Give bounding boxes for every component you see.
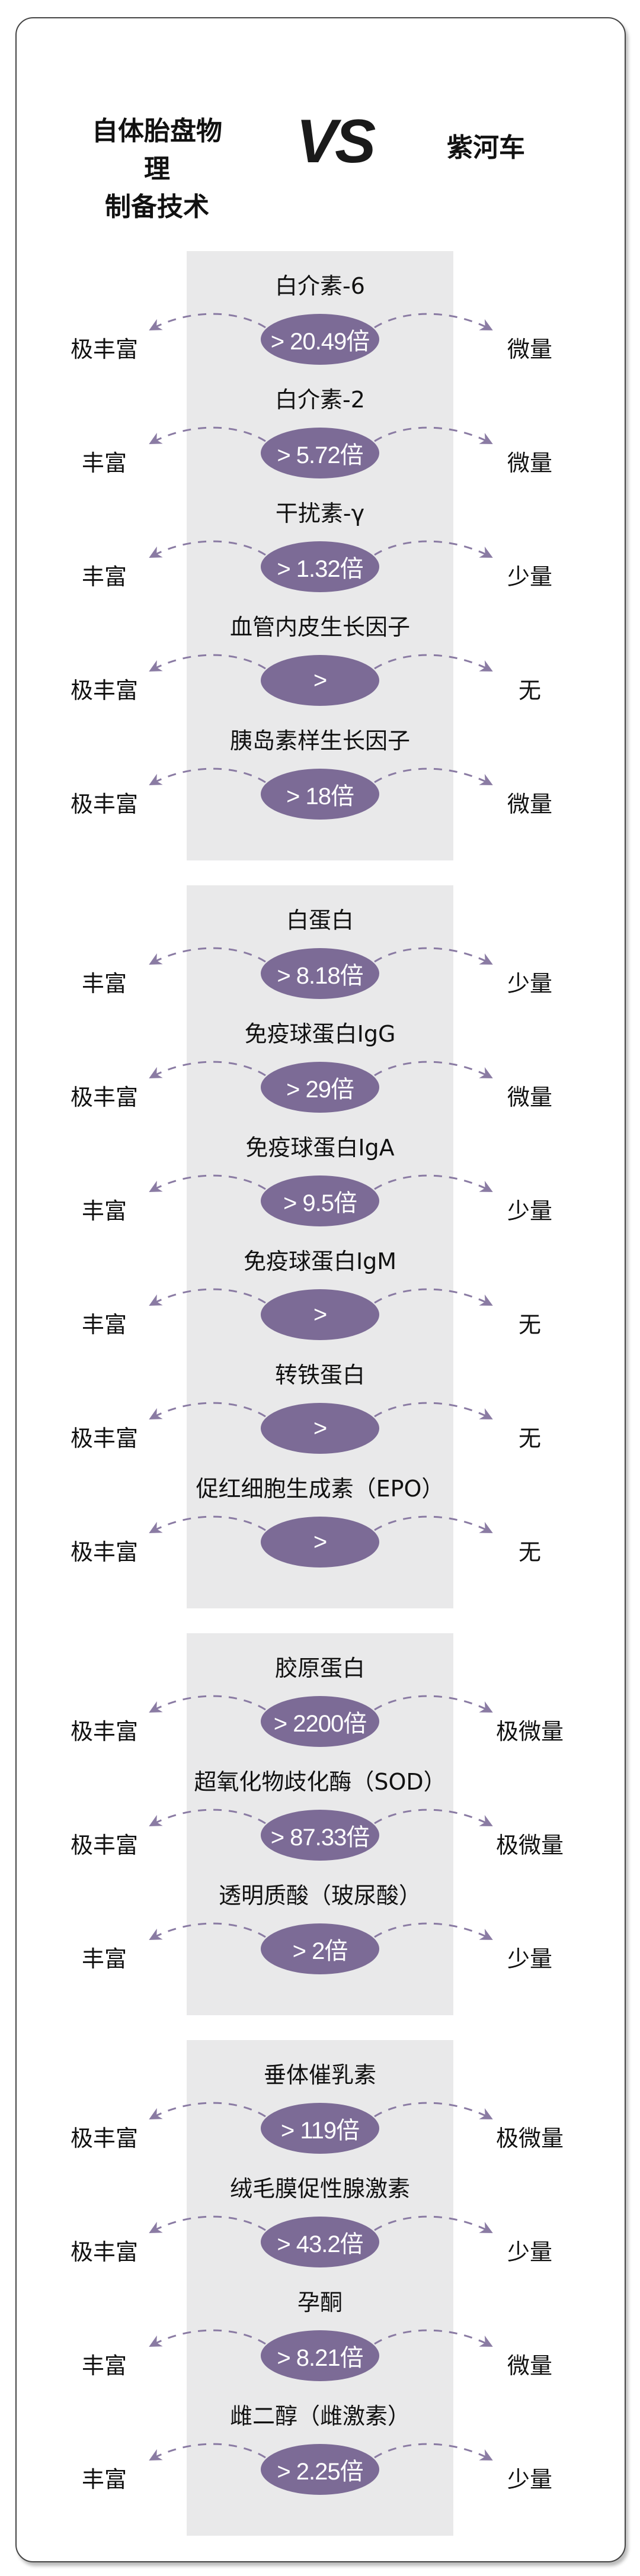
ratio-badge: > 1.32倍 [261, 541, 379, 592]
ratio-badge: > 20.49倍 [261, 314, 379, 365]
ratio-badge: > 29倍 [261, 1062, 379, 1113]
autologous-level: 极丰富 [70, 1539, 138, 1565]
ratio-badge: > 18倍 [261, 769, 379, 820]
autologous-level: 丰富 [81, 2353, 127, 2379]
ratio-badge: > [261, 1517, 379, 1568]
ratio-badge: > 119倍 [261, 2103, 379, 2154]
ratio-badge: > 9.5倍 [261, 1175, 379, 1226]
component-name: 垂体催乳素 [263, 2062, 376, 2088]
autologous-level: 丰富 [81, 450, 127, 476]
ratio-badge: > [261, 655, 379, 706]
autologous-level: 极丰富 [70, 2239, 138, 2265]
component-name: 超氧化物歧化酶（SOD） [194, 1769, 446, 1795]
placenta-level: 微量 [507, 2353, 552, 2379]
autologous-level: 极丰富 [70, 2125, 138, 2151]
ratio-badge: > 5.72倍 [261, 428, 379, 478]
left-title-line1: 自体胎盘物理 [92, 116, 222, 184]
right-title: 紫河车 [447, 133, 525, 163]
component-name: 血管内皮生长因子 [229, 614, 410, 640]
placenta-level: 无 [518, 1312, 541, 1338]
ratio-badge: > 2.25倍 [261, 2444, 379, 2495]
ratio-badge: > [261, 1403, 379, 1454]
component-name: 胶原蛋白 [274, 1655, 365, 1681]
component-name: 白介素-6 [275, 273, 365, 299]
autologous-level: 丰富 [81, 1946, 127, 1972]
placenta-level: 微量 [507, 1084, 552, 1110]
placenta-level: 无 [518, 1539, 541, 1565]
autologous-level: 极丰富 [70, 336, 138, 362]
autologous-level: 丰富 [81, 1312, 127, 1338]
autologous-level: 极丰富 [70, 1832, 138, 1858]
ratio-badge: > 43.2倍 [261, 2217, 379, 2267]
placenta-level: 少量 [507, 1198, 552, 1224]
autologous-level: 极丰富 [70, 1719, 138, 1745]
component-name: 透明质酸（玻尿酸） [218, 1883, 421, 1909]
autologous-level: 丰富 [81, 2466, 127, 2493]
component-name: 雌二醇（雌激素） [229, 2403, 410, 2429]
component-name: 孕酮 [297, 2289, 343, 2315]
vs-label: VS [296, 107, 376, 176]
component-name: 绒毛膜促性腺激素 [229, 2176, 410, 2202]
left-title-line2: 制备技术 [105, 192, 209, 222]
component-name: 促红细胞生成素（EPO） [196, 1476, 444, 1502]
placenta-level: 无 [518, 1425, 541, 1451]
group-panel [187, 885, 453, 1608]
component-name: 干扰素-γ [275, 500, 365, 526]
placenta-level: 少量 [507, 2466, 552, 2493]
placenta-level: 少量 [507, 564, 552, 590]
placenta-level: 极微量 [495, 2125, 564, 2151]
component-name: 免疫球蛋白IgM [243, 1248, 397, 1274]
placenta-level: 极微量 [495, 1719, 564, 1745]
placenta-level: 微量 [507, 791, 552, 817]
component-name: 白蛋白 [286, 907, 354, 933]
ratio-badge: > 87.33倍 [261, 1810, 379, 1861]
placenta-level: 微量 [507, 336, 552, 362]
placenta-level: 少量 [507, 2239, 552, 2265]
placenta-level: 无 [518, 677, 541, 704]
ratio-badge: > [261, 1289, 379, 1340]
autologous-level: 丰富 [81, 564, 127, 590]
ratio-badge: > 2200倍 [261, 1696, 379, 1747]
ratio-badge: > 8.21倍 [261, 2330, 379, 2381]
placenta-level: 微量 [507, 450, 552, 476]
placenta-level: 极微量 [495, 1832, 564, 1858]
autologous-level: 丰富 [81, 1198, 127, 1224]
ratio-badge: > 8.18倍 [261, 948, 379, 999]
autologous-level: 极丰富 [70, 791, 138, 817]
component-name: 免疫球蛋白IgA [245, 1135, 395, 1161]
placenta-level: 少量 [507, 971, 552, 997]
component-name: 免疫球蛋白IgG [244, 1021, 396, 1047]
autologous-level: 极丰富 [70, 677, 138, 704]
ratio-badge: > 2倍 [261, 1923, 379, 1974]
autologous-level: 极丰富 [70, 1425, 138, 1451]
component-name: 转铁蛋白 [274, 1362, 365, 1388]
component-name: 白介素-2 [275, 387, 365, 413]
left-title: 自体胎盘物理 制备技术 [83, 113, 231, 226]
placenta-level: 少量 [507, 1946, 552, 1972]
autologous-level: 极丰富 [70, 1084, 138, 1110]
component-name: 胰岛素样生长因子 [229, 728, 410, 754]
autologous-level: 丰富 [81, 971, 127, 997]
